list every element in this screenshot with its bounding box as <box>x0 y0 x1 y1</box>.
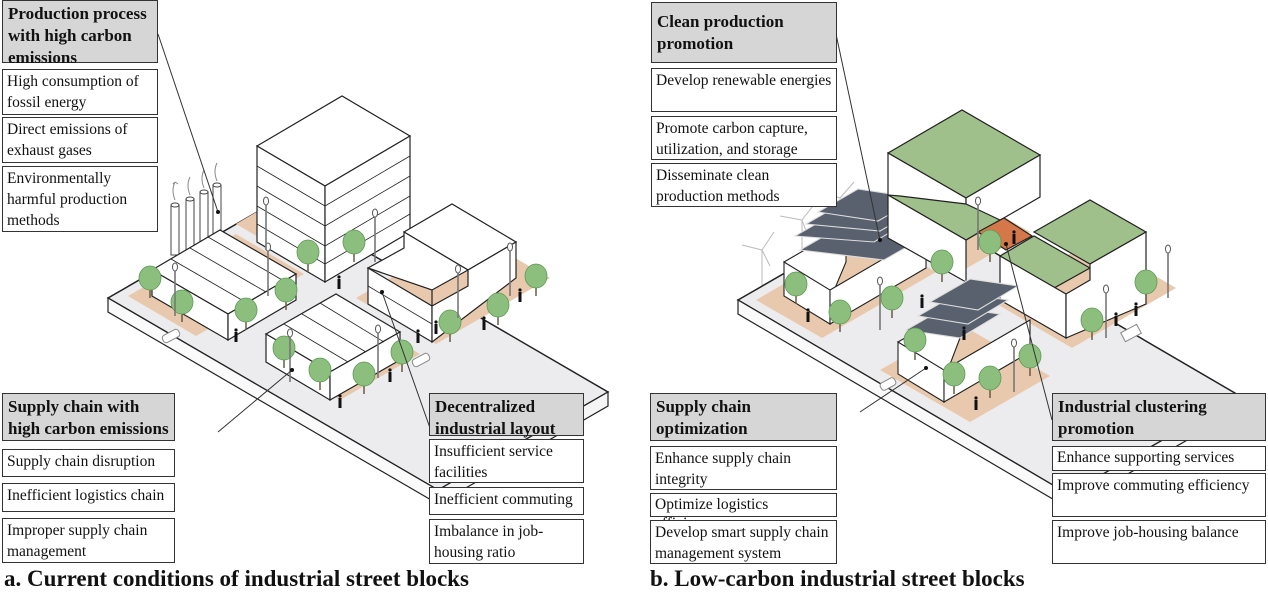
group-header-clustering: Industrial clustering promotion <box>1052 393 1266 441</box>
item-box: Enhance supporting services <box>1052 446 1266 471</box>
item-box: Environmentally harmful production metho… <box>2 166 158 232</box>
item-box: Promote carbon capture, utilization, and… <box>651 116 837 160</box>
caption-b: b. Low-carbon industrial street blocks <box>650 566 1025 591</box>
group-header-layout: Decentralized industrial layout <box>429 393 584 438</box>
item-box: Supply chain disruption <box>2 449 175 477</box>
group-header-production: Production process with high carbon emis… <box>2 0 158 67</box>
solar-shed-front <box>897 278 1031 403</box>
item-box: Disseminate clean production methods <box>651 163 837 207</box>
item-box: High consumption of fossil energy <box>2 69 158 115</box>
tall-building <box>255 95 412 284</box>
item-box: Direct emissions of exhaust gases <box>2 117 158 163</box>
group-header-clean-production: Clean production promotion <box>651 2 837 63</box>
item-box: Develop smart supply chain management sy… <box>650 520 837 564</box>
item-box: Improve job-housing balance <box>1052 520 1266 564</box>
item-box: Improper supply chain management <box>2 518 175 563</box>
group-header-supply-optimization: Supply chain optimization <box>650 393 837 441</box>
caption-a: a. Current conditions of industrial stre… <box>4 566 469 591</box>
item-box: Inefficient logistics chain <box>2 483 175 512</box>
item-box: Develop renewable energies <box>651 68 837 112</box>
group-header-supply-chain: Supply chain with high carbon emissions <box>2 393 175 441</box>
item-box: Imbalance in job-housing ratio <box>429 519 584 564</box>
item-box: Inefficient commuting <box>429 487 584 515</box>
item-box: Optimize logistics efficiency <box>650 493 837 532</box>
item-box: Improve commuting efficiency <box>1052 473 1266 517</box>
item-box: Insufficient service facilities <box>429 439 584 483</box>
item-box: Enhance supply chain integrity <box>650 446 837 490</box>
